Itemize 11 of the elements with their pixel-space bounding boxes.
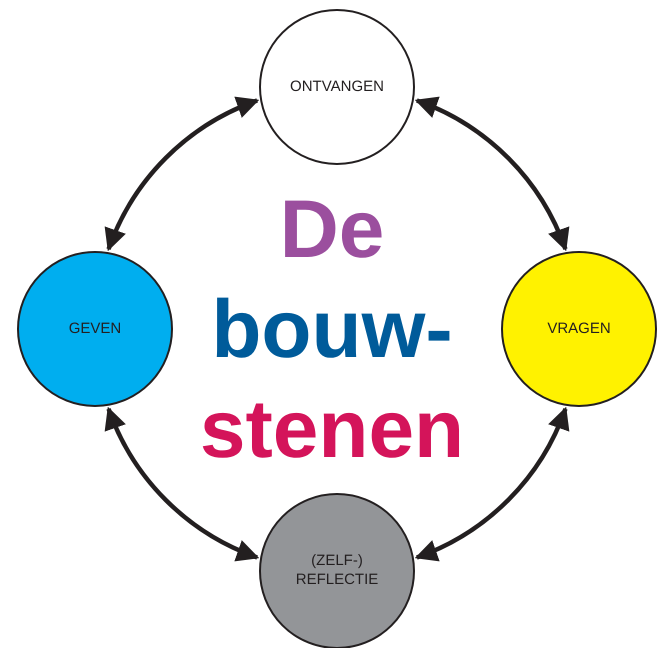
heading-word: stenen	[200, 383, 464, 477]
double-arrow	[414, 406, 568, 560]
heading-word: bouw-	[211, 283, 453, 377]
double-arrow	[106, 98, 260, 252]
node-label: VRAGEN	[546, 320, 612, 338]
node-label: (ZELF-) REFLECTIE	[294, 552, 380, 590]
node-label: GEVEN	[68, 320, 122, 338]
heading-word: De	[280, 183, 384, 277]
node-label: ONTVANGEN	[289, 78, 385, 96]
double-arrow	[414, 98, 568, 252]
double-arrow	[106, 406, 260, 560]
